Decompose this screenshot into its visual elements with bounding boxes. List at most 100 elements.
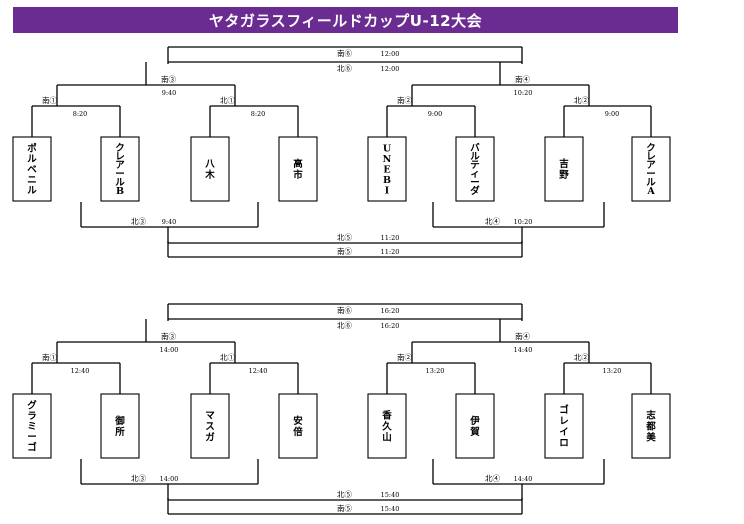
bracket-1-team-8-char-5: ル: [646, 178, 656, 189]
bracket-1-team-7-char-1: 吉: [559, 158, 569, 170]
bracket-2-final-bottom-time-1: 15:40: [381, 491, 400, 499]
bracket-1-semi-top-time-2: 10:20: [514, 89, 533, 97]
bracket-1-team-1-char-4: ニ: [27, 175, 37, 186]
tournament-title: ヤタガラスフィールドカップU-12大会: [208, 11, 483, 30]
bracket-2-team-6-char-2: 賀: [469, 426, 480, 438]
bracket-2-semi-top-time-2: 14:40: [514, 346, 533, 354]
bracket-1-team-2-char-5: ル: [115, 178, 125, 189]
bracket-1-team-7-char-2: 野: [559, 170, 569, 181]
bracket-1-team-8-char-1: ク: [646, 143, 656, 154]
bracket-1-team-8-char-2: レ: [646, 152, 656, 163]
bracket-1-semi-bottom-time-2: 10:20: [514, 218, 533, 226]
bracket-1-team-3-char-2: 木: [204, 169, 215, 181]
bracket-1-team-5-char-5: I: [385, 185, 390, 196]
bracket-2-team-4-char-2: 倍: [293, 426, 303, 438]
bracket-2-team-box-3: [190, 393, 230, 459]
bracket-1-team-3-char-1: 八: [204, 159, 215, 170]
bracket-2-team-box-2: [100, 393, 140, 459]
bracket-1-team-1-char-1: ポ: [27, 143, 37, 155]
bracket-1-team-6-char-6: ダ: [470, 185, 480, 197]
bracket-2-team-1-char-1: グ: [27, 400, 37, 412]
bracket-1-team-2-char-4: ー: [115, 169, 125, 180]
bracket-2-team-5-char-3: 山: [382, 432, 392, 444]
bracket-1-r1-match-time-4: 9:00: [605, 110, 620, 118]
bracket-2-team-7-char-4: ロ: [559, 438, 569, 449]
bracket-2-team-1-char-2: ラ: [27, 411, 37, 422]
bracket-1-semi-top-time-1: 9:40: [162, 89, 177, 97]
bracket-2-semi-top-label-1: 南③: [161, 331, 176, 341]
bracket-1-semi-bottom-label-2: 北④: [485, 217, 500, 226]
bracket-1-team-2-char-2: レ: [115, 152, 125, 163]
bracket-2-team-7-char-2: レ: [559, 416, 569, 427]
bracket-2-final-bottom-time-2: 15:40: [381, 505, 400, 513]
bracket-1-final-top-label-1: 南⑥: [337, 48, 352, 58]
bracket-2-final-top-label-2: 北⑥: [337, 321, 352, 330]
bracket-1-team-8-char-3: ア: [646, 160, 656, 171]
bracket-2-team-6-char-1: 伊: [469, 415, 480, 427]
bracket-1-team-4-char-2: 市: [293, 169, 303, 181]
bracket-1-r1-match-time-1: 8:20: [73, 110, 88, 118]
bracket-2-semi-bottom-label-2: 北④: [485, 474, 500, 483]
bracket-1-team-5-char-2: N: [383, 154, 392, 165]
tournament-title-banner: ヤタガラスフィールドカップU-12大会: [13, 7, 678, 33]
bracket-2-final-top-label-1: 南⑥: [337, 305, 352, 315]
bracket-2-r1-match-time-1: 12:40: [71, 367, 90, 375]
bracket-2-team-4-char-1: 安: [293, 415, 303, 427]
bracket-1-r1-match-label-1: 南①: [42, 95, 57, 105]
bracket-1-team-2-char-1: ク: [115, 143, 125, 154]
bracket-2-team-box-6: [455, 393, 495, 459]
bracket-2-final-bottom-label-1: 北⑤: [337, 490, 352, 499]
bracket-1-team-2-char-3: ア: [115, 160, 125, 171]
bracket-2-team-3-char-1: マ: [205, 411, 215, 422]
bracket-1-final-bottom-time-2: 11:20: [381, 248, 400, 256]
bracket-1-team-8-char-6: A: [646, 186, 655, 197]
bracket-2-final-top-time-1: 16:20: [381, 307, 400, 315]
bracket-1-team-6-char-1: バ: [470, 142, 480, 154]
bracket-2-semi-bottom-time-2: 14:40: [514, 475, 533, 483]
bracket-1-team-8-char-4: ー: [646, 169, 656, 180]
bracket-1-team-5-char-3: E: [383, 165, 390, 176]
bracket-2-team-7-char-3: イ: [559, 427, 569, 438]
bracket-1-final-bottom-time-1: 11:20: [381, 234, 400, 242]
bracket-1-team-box-3: [190, 136, 230, 202]
bracket-1-final-top-time-2: 12:00: [381, 65, 400, 73]
bracket-1-r1-match-label-4: 北②: [574, 96, 589, 105]
bracket-2-semi-bottom-time-1: 14:00: [160, 475, 179, 483]
bracket-2-r1-match-label-1: 南①: [42, 352, 57, 362]
bracket-2-team-2-char-2: 所: [115, 426, 125, 438]
bracket-2-final-bottom-label-2: 南⑤: [337, 503, 352, 513]
bracket-1-team-4-char-1: 高: [293, 158, 303, 170]
bracket-2-team-5-char-2: 久: [382, 421, 392, 433]
bracket-1-final-bottom-label-2: 南⑤: [337, 246, 352, 256]
bracket-1-team-box-4: [278, 136, 318, 202]
bracket-1-team-box-8: [631, 136, 671, 202]
bracket-1-team-box-1: [12, 136, 52, 202]
bracket-1-final-top-label-2: 北⑥: [337, 64, 352, 73]
bracket-2-team-8-char-2: 都: [645, 421, 656, 433]
bracket-1-semi-bottom-label-1: 北③: [131, 217, 146, 226]
bracket-1-r1-match-time-2: 8:20: [251, 110, 266, 118]
bracket-1-team-6-char-2: ル: [470, 152, 480, 163]
bracket-2-team-2-char-1: 御: [114, 415, 125, 427]
bracket-1-team-1-char-3: ベ: [27, 165, 37, 176]
bracket-1-team-6-char-4: ィ: [470, 169, 480, 180]
bracket-2-team-5-char-1: 香: [381, 410, 392, 422]
bracket-2-team-1-char-5: ゴ: [27, 441, 37, 453]
bracket-1-semi-top-label-2: 南④: [515, 74, 530, 84]
bracket-1-team-1-char-2: ル: [27, 154, 37, 165]
bracket-1-team-5-char-4: B: [383, 175, 391, 186]
bracket-1-team-5-char-1: U: [383, 144, 392, 155]
bracket-1-semi-bottom-time-1: 9:40: [162, 218, 177, 226]
bracket-2-final-top-time-2: 16:20: [381, 322, 400, 330]
bracket-1-team-box-6: [455, 136, 495, 202]
bracket-1-team-2-char-6: B: [116, 186, 124, 197]
bracket-2-team-3-char-2: ス: [205, 422, 215, 433]
bracket-1-team-1-char-5: ル: [27, 185, 37, 196]
bracket-1-final-bottom-label-1: 北⑤: [337, 233, 352, 242]
bracket-1-team-6-char-5: ー: [470, 178, 480, 189]
bracket-2-semi-top-time-1: 14:00: [160, 346, 179, 354]
bracket-2-team-1-char-4: ー: [27, 432, 37, 443]
bracket-2-team-box-7: [544, 393, 584, 459]
bracket-2-r1-match-time-4: 13:20: [603, 367, 622, 375]
